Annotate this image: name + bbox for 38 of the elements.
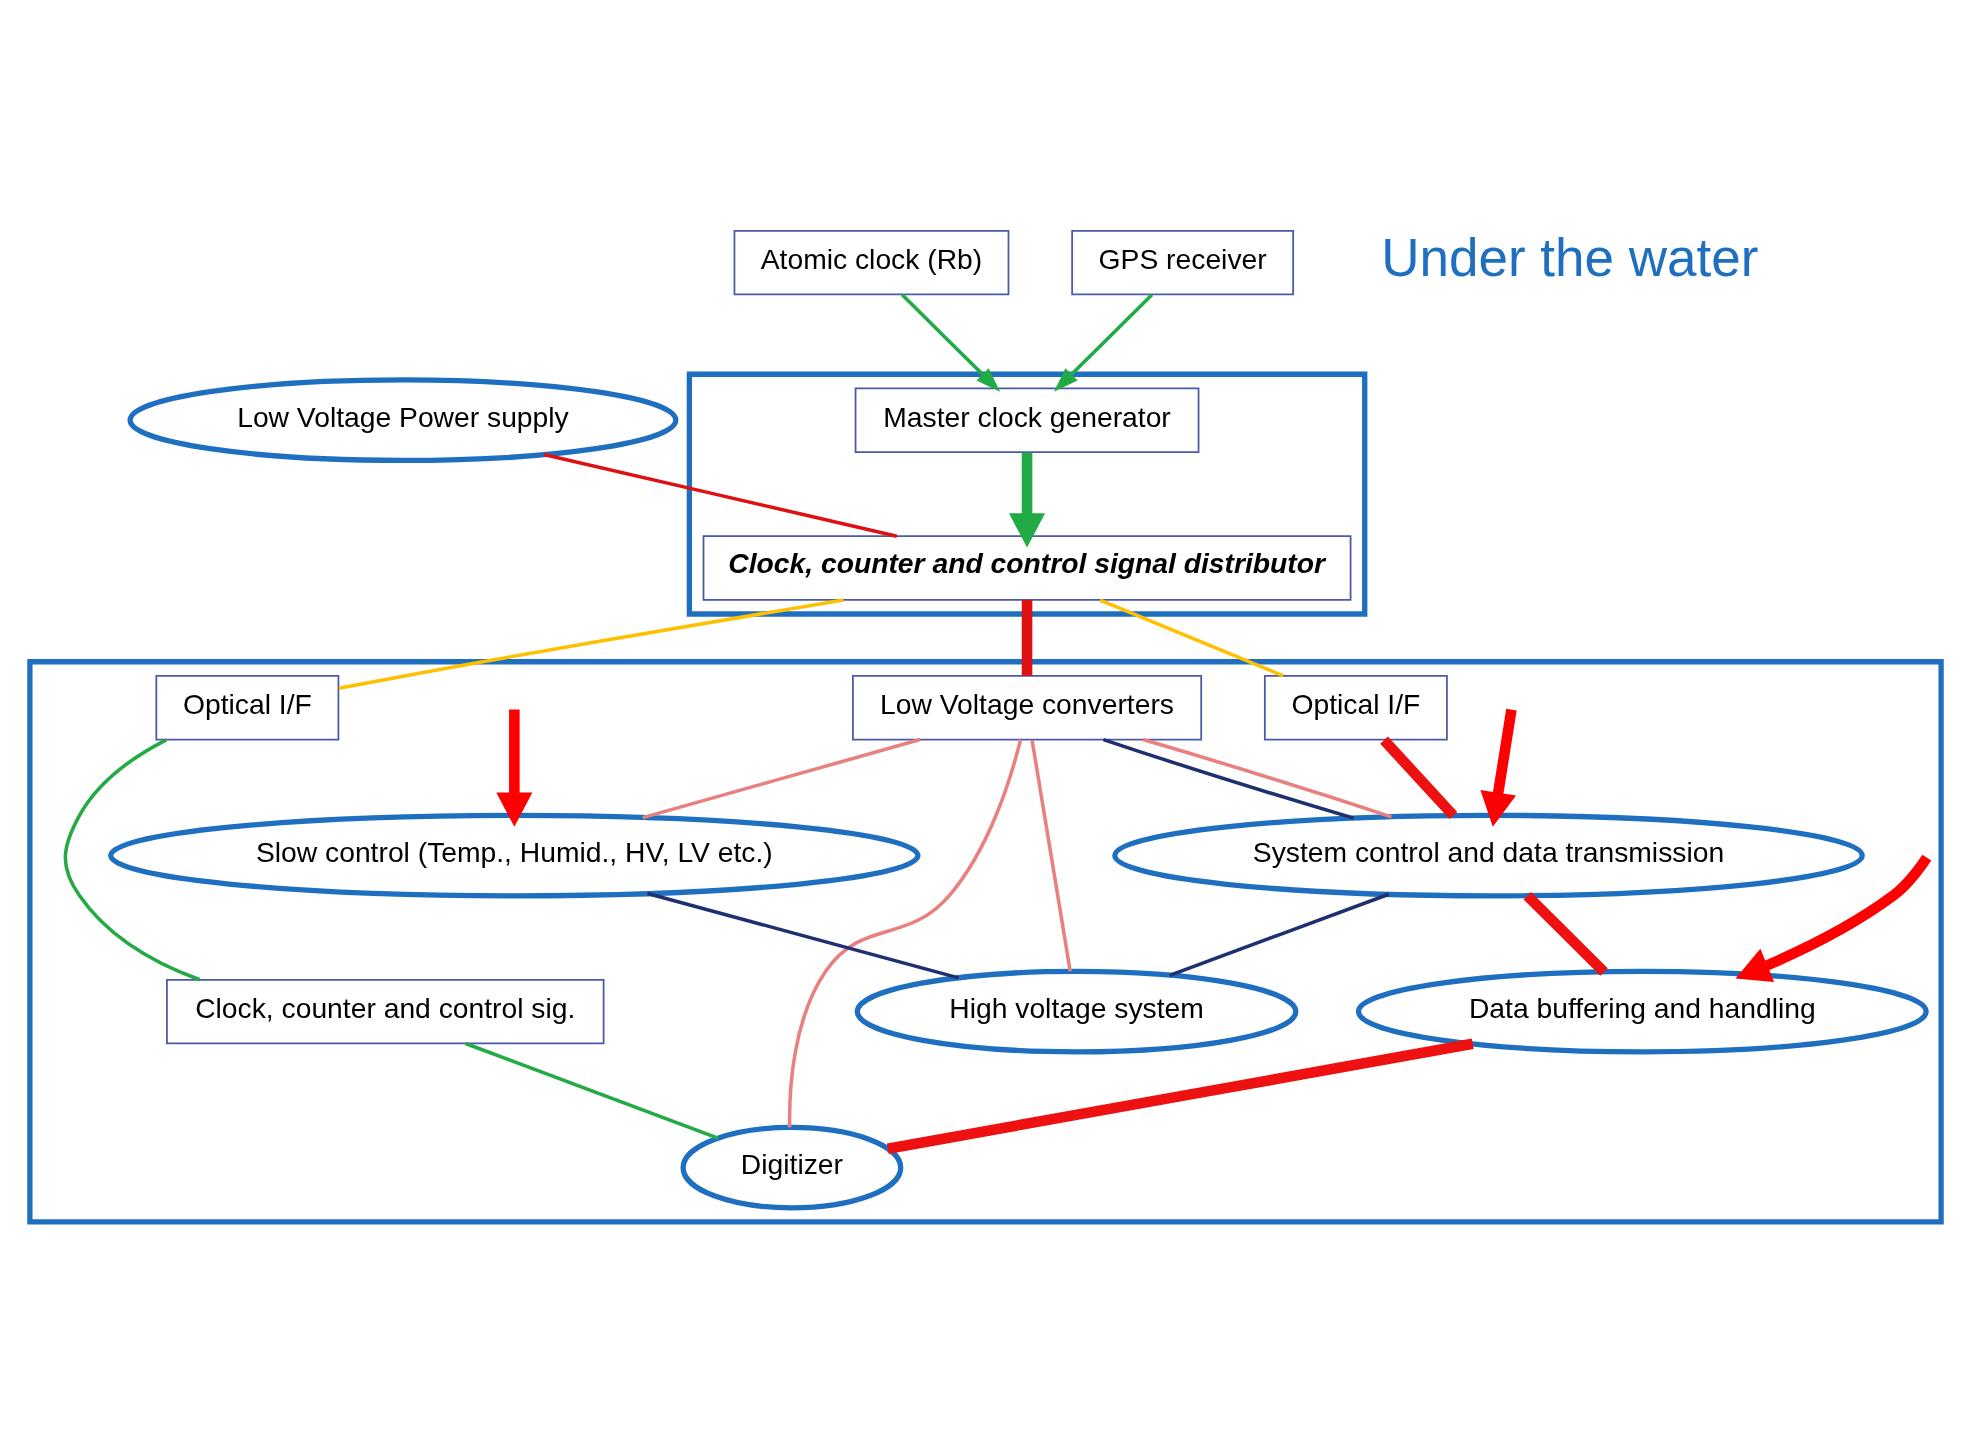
cluster bbox=[27, 658, 1944, 1224]
arrow bbox=[900, 293, 1001, 392]
connector bbox=[465, 1041, 719, 1140]
cluster bbox=[686, 371, 1368, 617]
arrow bbox=[1735, 854, 1932, 982]
node-box: GPS receiver bbox=[1071, 229, 1294, 295]
connector bbox=[886, 1038, 1474, 1154]
node-box: Low Voltage converters bbox=[852, 674, 1203, 740]
node-box: Optical I/F bbox=[1263, 674, 1448, 740]
node-box: Clock, counter and control signal distributor bbox=[702, 534, 1352, 601]
connector bbox=[1099, 597, 1284, 677]
connector bbox=[543, 452, 898, 538]
node-box: Clock, counter and control sig. bbox=[166, 978, 605, 1044]
node-box: Optical I/F bbox=[155, 674, 340, 740]
node-ellipse: Digitizer bbox=[680, 1124, 904, 1210]
node-ellipse: Slow control (Temp., Humid., HV, LV etc.) bbox=[108, 812, 921, 898]
connector bbox=[1523, 891, 1608, 976]
node-box: Atomic clock (Rb) bbox=[733, 229, 1010, 295]
arrow bbox=[1009, 452, 1046, 548]
connector bbox=[642, 737, 921, 819]
connector bbox=[1169, 892, 1390, 977]
connector bbox=[63, 737, 201, 981]
connector bbox=[647, 891, 960, 980]
node-ellipse: System control and data transmission bbox=[1112, 812, 1865, 898]
connector bbox=[1102, 737, 1355, 820]
arrow bbox=[1480, 708, 1517, 827]
connector bbox=[1030, 739, 1072, 972]
connector bbox=[787, 738, 1023, 1127]
arrow bbox=[1053, 293, 1154, 392]
label: Under the water bbox=[1381, 227, 1759, 287]
node-box: Master clock generator bbox=[854, 387, 1200, 453]
connector bbox=[1142, 737, 1392, 819]
arrow bbox=[496, 709, 533, 827]
connector bbox=[1021, 599, 1033, 676]
node-ellipse: Low Voltage Power supply bbox=[127, 376, 679, 463]
connector bbox=[1380, 736, 1458, 819]
node-ellipse: Data buffering and handling bbox=[1355, 968, 1929, 1054]
node-ellipse: High voltage system bbox=[854, 968, 1299, 1054]
